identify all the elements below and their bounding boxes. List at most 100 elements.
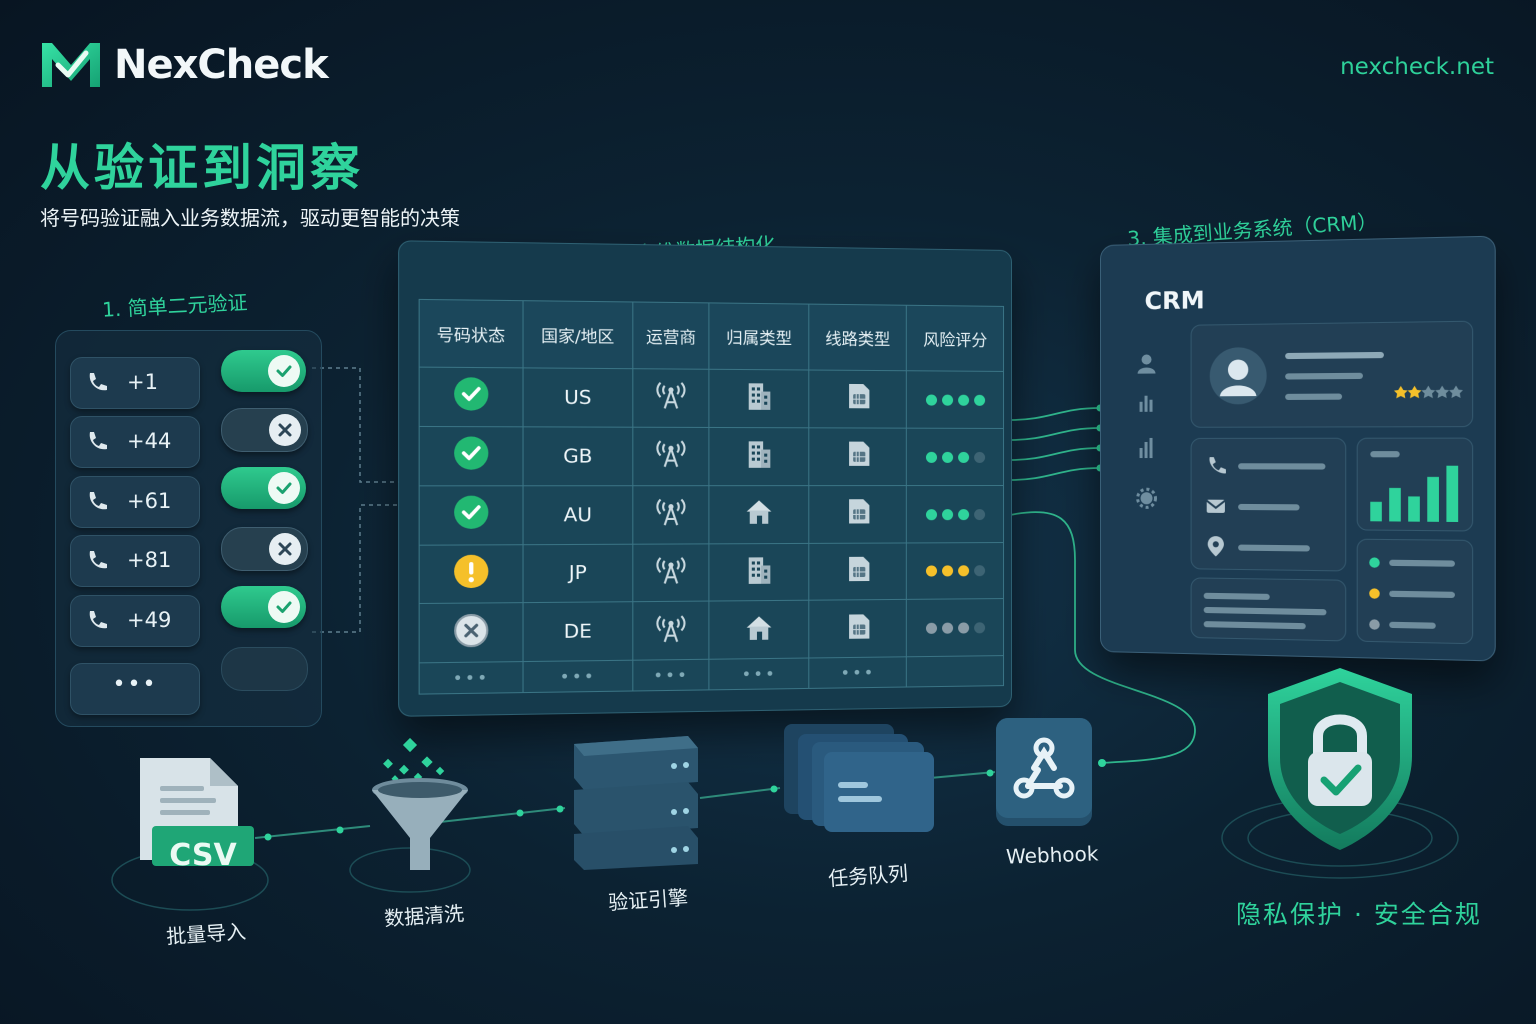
status-cell <box>419 603 523 664</box>
site-url[interactable]: nexcheck.net <box>1340 54 1494 80</box>
risk-score-cell <box>906 427 1004 486</box>
invalid-cross-icon <box>453 613 489 649</box>
brand-name: NexCheck <box>114 42 329 88</box>
crm-window: CRM <box>1100 235 1496 662</box>
tower-icon <box>656 555 685 586</box>
carrier-cell <box>632 543 710 603</box>
more-cell: ••• <box>709 658 809 690</box>
column-header: 运营商 <box>632 301 710 370</box>
hero-subtitle: 将号码验证融入业务数据流，驱动更智能的决策 <box>40 206 460 230</box>
line-type-cell <box>808 485 907 543</box>
crm-sidebar <box>1135 354 1159 510</box>
valid-check-icon <box>453 436 489 471</box>
more-cell: ••• <box>808 657 907 689</box>
warning-icon <box>453 554 489 589</box>
line-type-cell <box>808 370 907 428</box>
csv-file-icon <box>140 758 254 866</box>
csv-label: CSV <box>169 838 237 873</box>
crm-profile-card[interactable] <box>1190 320 1474 428</box>
country-code: +49 <box>127 608 172 632</box>
validation-row[interactable]: +81 <box>70 535 200 587</box>
compliance-label: 隐私保护 · 安全合规 <box>1236 900 1482 929</box>
crm-bar-chart <box>1370 465 1459 523</box>
crm-notes-card[interactable] <box>1190 577 1347 642</box>
column-header: 风险评分 <box>906 305 1004 372</box>
crm-chart-card[interactable] <box>1356 437 1474 532</box>
validation-row[interactable]: +1 <box>70 357 200 409</box>
building-icon <box>748 383 771 411</box>
house-icon <box>746 500 772 524</box>
crm-contact-card[interactable] <box>1190 437 1347 572</box>
phone-icon <box>89 492 107 510</box>
risk-score-cell <box>906 542 1004 600</box>
table-row[interactable]: JP <box>419 542 1004 604</box>
webhook-label: Webhook <box>1005 841 1099 869</box>
phone-icon <box>89 432 107 450</box>
carrier-cell <box>632 368 710 428</box>
table-row[interactable]: DE <box>419 598 1004 664</box>
country-cell: US <box>522 367 633 428</box>
more-row[interactable]: ••• <box>70 663 200 715</box>
owner-type-cell <box>709 427 809 486</box>
avatar-icon <box>1209 347 1267 405</box>
table-row[interactable]: GB <box>419 426 1004 486</box>
risk-dots <box>925 451 985 463</box>
task-queue-icon <box>784 724 934 832</box>
star-icon <box>1449 385 1463 399</box>
sim-icon <box>848 384 870 409</box>
validation-row[interactable]: +61 <box>70 476 200 528</box>
clean-label: 数据清洗 <box>383 901 465 931</box>
phone-icon <box>89 551 107 569</box>
country-cell: JP <box>522 543 633 604</box>
cross-icon <box>269 414 301 446</box>
tower-icon <box>656 613 685 644</box>
engine-label: 验证引擎 <box>607 885 689 915</box>
queue-label: 任务队列 <box>827 861 909 891</box>
valid-check-icon <box>453 377 489 412</box>
country-code: +1 <box>127 370 158 394</box>
risk-score-cell <box>906 598 1004 658</box>
status-cell <box>419 544 523 604</box>
table-row[interactable]: US <box>419 367 1004 429</box>
valid-toggle[interactable] <box>221 467 306 509</box>
country-cell: AU <box>522 485 633 545</box>
line-type-cell <box>808 542 907 601</box>
valid-toggle[interactable] <box>221 586 306 628</box>
empty-toggle[interactable] <box>221 647 308 691</box>
status-cell <box>419 426 523 486</box>
crm-title: CRM <box>1144 286 1205 316</box>
more-cell: ••• <box>632 659 710 691</box>
brand: NexCheck <box>40 40 329 90</box>
building-icon <box>748 441 771 469</box>
valid-toggle[interactable] <box>221 350 306 392</box>
invalid-toggle[interactable] <box>221 408 308 452</box>
crm-status-card[interactable] <box>1356 538 1474 645</box>
status-cell <box>419 367 523 427</box>
crm-surface: CRM <box>1100 235 1496 662</box>
crm-bar <box>1446 465 1459 523</box>
column-header: 归属类型 <box>709 302 809 371</box>
crm-status-list <box>1369 557 1455 630</box>
check-icon <box>268 355 300 387</box>
nexcheck-logo-icon <box>42 43 100 87</box>
risk-score-cell <box>906 485 1004 543</box>
risk-score-cell <box>906 370 1004 429</box>
table-row[interactable]: AU <box>419 485 1004 545</box>
carrier-cell <box>632 601 710 661</box>
column-header: 号码状态 <box>419 299 523 368</box>
invalid-toggle[interactable] <box>221 527 308 571</box>
carrier-cell <box>632 427 710 486</box>
building-icon <box>748 557 771 584</box>
carrier-cell <box>632 485 710 544</box>
server-stack-icon <box>574 736 698 870</box>
line-type-cell <box>808 427 907 486</box>
phone-icon <box>89 373 107 391</box>
validation-row[interactable]: +44 <box>70 416 200 468</box>
validation-row[interactable]: +49 <box>70 595 200 647</box>
status-cell <box>419 485 523 545</box>
table-more-row[interactable]: ••••••••••••••• <box>419 655 1004 695</box>
rating-stars <box>1393 385 1463 399</box>
tower-icon <box>656 497 685 528</box>
